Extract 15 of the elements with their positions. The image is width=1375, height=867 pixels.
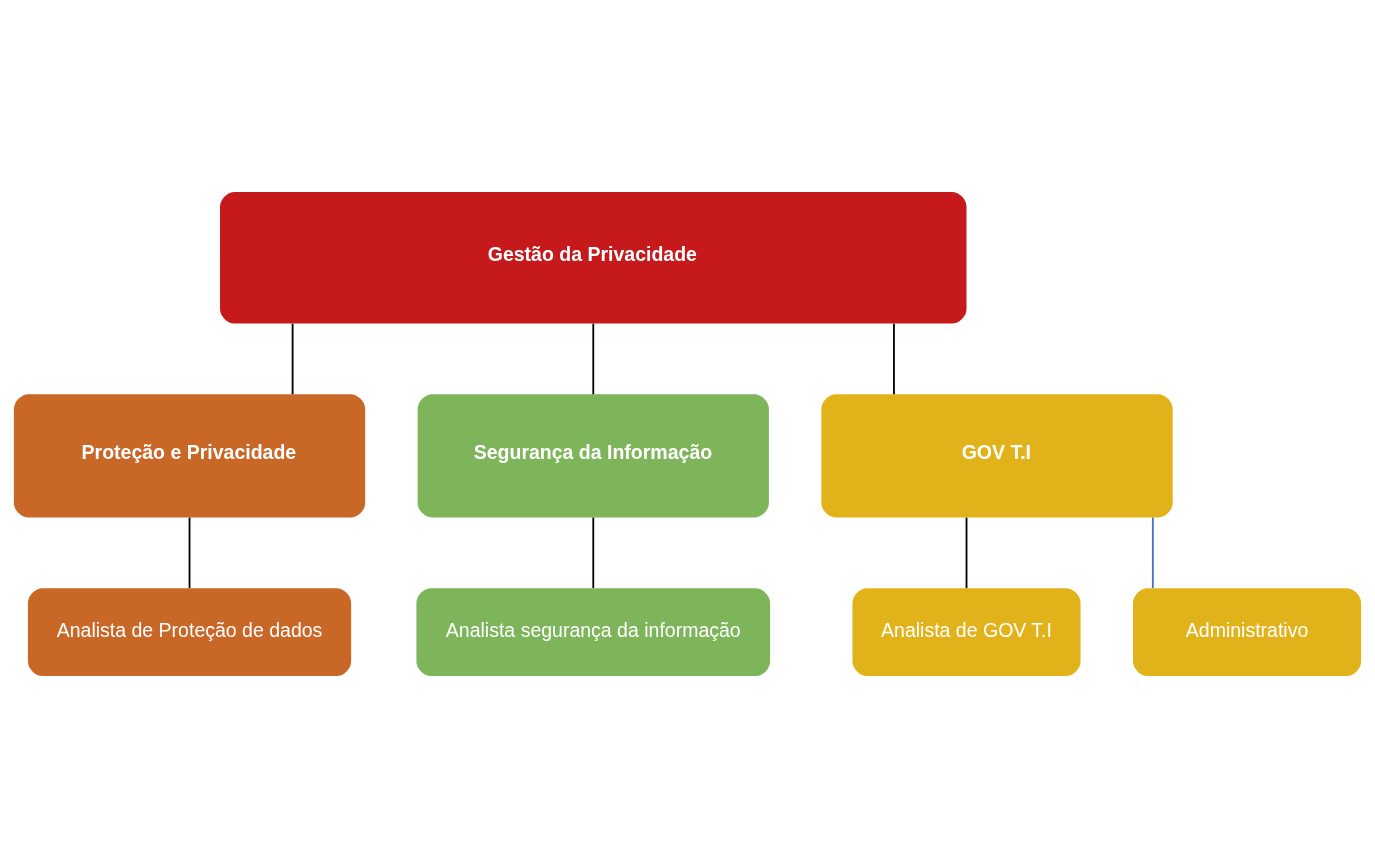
connector	[188, 516, 191, 589]
connector	[1151, 516, 1154, 589]
connector	[893, 322, 895, 395]
node-box: Analista de GOV T.I	[852, 587, 1081, 676]
node-box: Proteção e Privacidade	[13, 393, 366, 518]
connector	[291, 322, 294, 395]
connector	[592, 516, 595, 589]
connector	[965, 516, 968, 589]
node-box: Segurança da Informação	[417, 393, 769, 518]
node-box: Analista segurança da informação	[416, 587, 771, 676]
node-box: Gestão da Privacidade	[220, 191, 967, 324]
node-box: Administrativo	[1133, 587, 1362, 676]
connector	[592, 322, 595, 395]
node-box: GOV T.I	[821, 393, 1173, 518]
node-box: Analista de Proteção de dados	[27, 587, 352, 676]
